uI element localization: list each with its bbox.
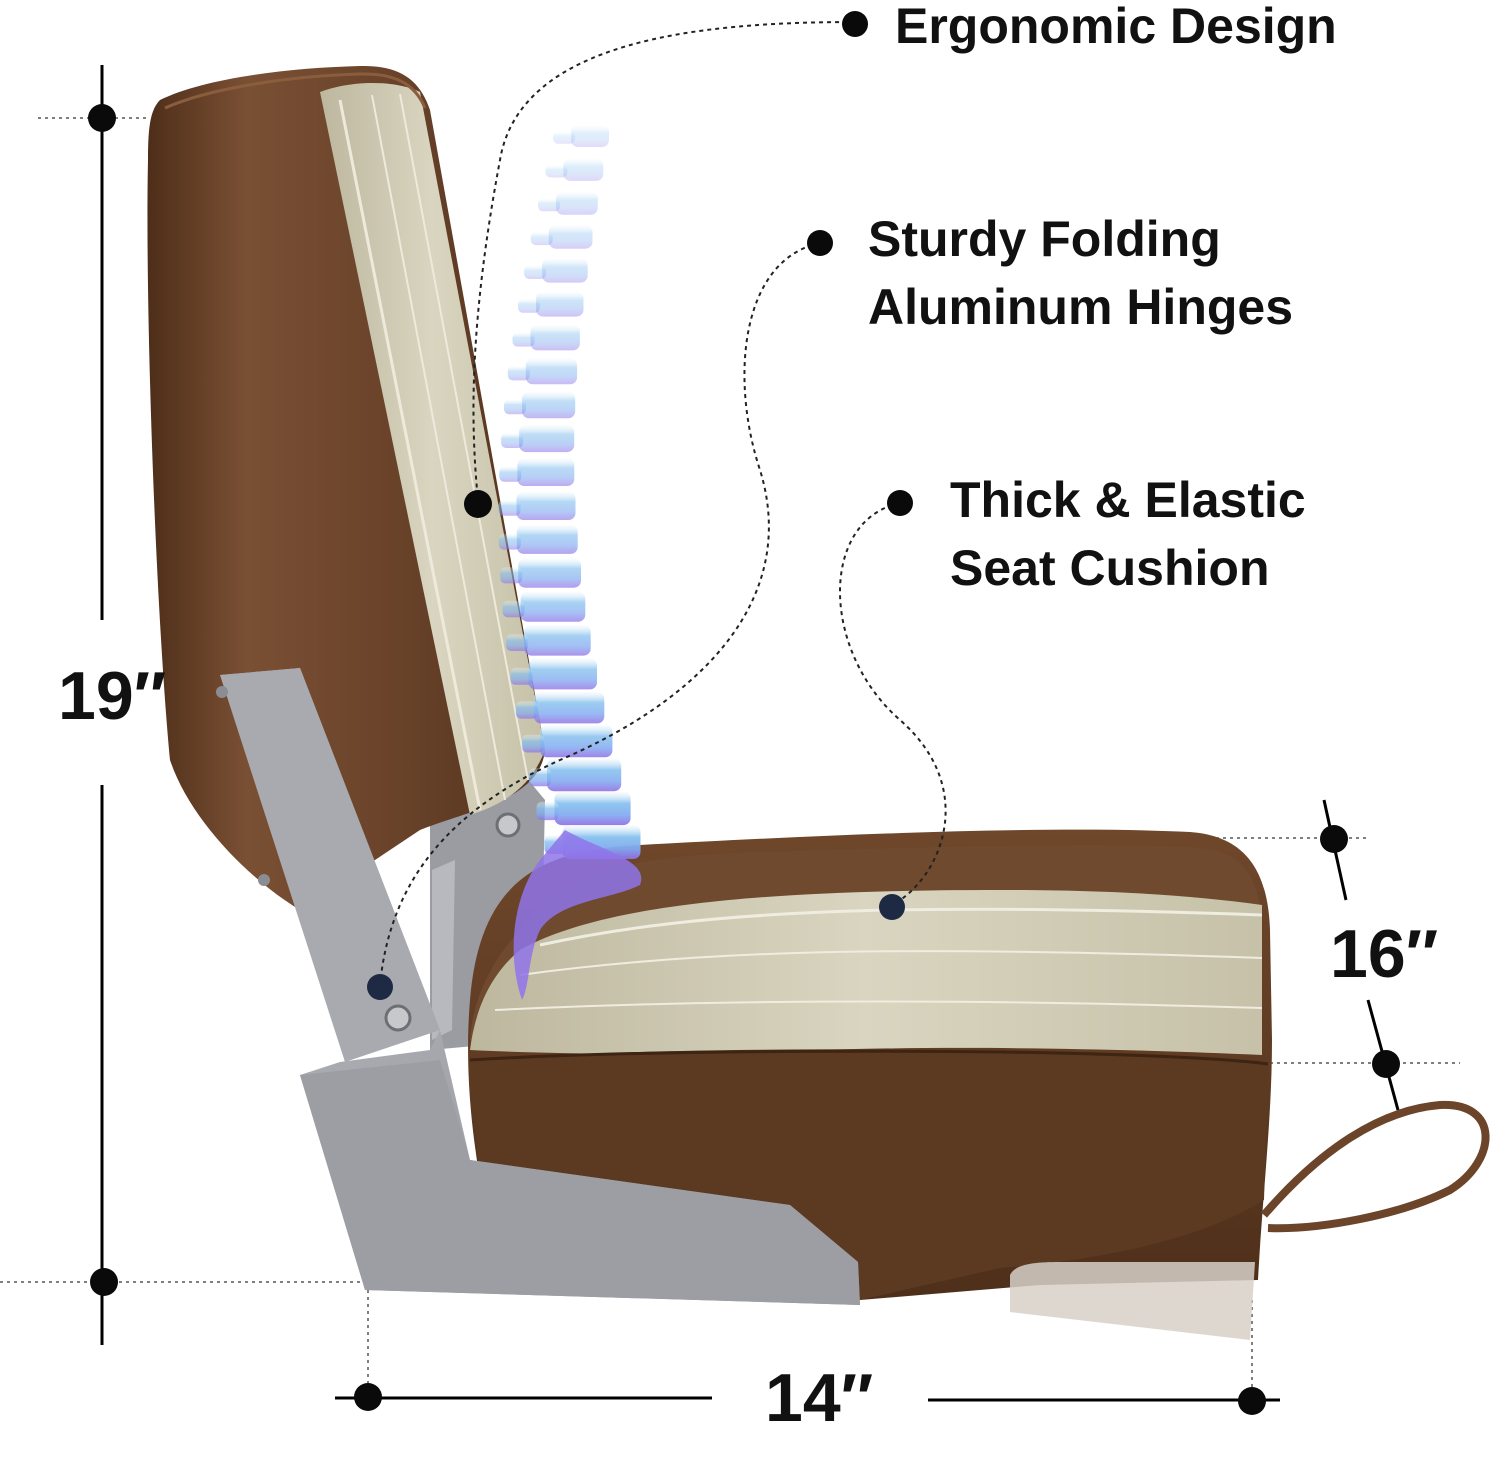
spine-process (506, 634, 529, 651)
callout-ergonomic-line1: Ergonomic Design (895, 0, 1337, 54)
hinges-marker (807, 230, 833, 256)
spine-vertebra (536, 291, 584, 317)
spine-vertebra (516, 525, 578, 554)
spine-vertebra (554, 791, 631, 826)
spine-vertebra (548, 225, 593, 249)
spine-vertebra (556, 191, 598, 215)
spine-vertebra (530, 325, 580, 351)
spine-vertebra (528, 658, 597, 690)
callout-cushion-line2: Seat Cushion (950, 540, 1270, 596)
spine-process (515, 701, 538, 719)
skid-plate (1010, 1262, 1255, 1340)
callout-cushion-line1: Thick & Elastic (950, 472, 1306, 528)
hinge-bolt (384, 1004, 412, 1032)
spine-vertebra (571, 125, 609, 147)
height-dimension-label: 19″ (58, 658, 167, 734)
spine-process (502, 600, 525, 618)
spine-vertebra (563, 158, 604, 181)
width-dimension-line (335, 1290, 1280, 1415)
callout-folding-hinges: Sturdy Folding Aluminum Hinges (868, 205, 1293, 341)
spine-process (504, 399, 526, 415)
seat-strap (1260, 1100, 1490, 1233)
spine-vertebra (518, 558, 581, 588)
spine-process (524, 265, 547, 279)
callout-seat-cushion: Thick & Elastic Seat Cushion (950, 466, 1306, 602)
spine-vertebra (520, 591, 586, 622)
callout-hinges-line1: Sturdy Folding (868, 211, 1221, 267)
spine-sacrum (513, 830, 642, 1000)
spine-process (522, 734, 545, 753)
callout-leader-lines (379, 21, 947, 986)
spine-vertebra (547, 758, 622, 792)
spine-vertebra (516, 491, 576, 520)
depth-dimension-line (1160, 799, 1460, 1111)
width-dimension-label: 14″ (765, 1360, 874, 1436)
spine-vertebra (542, 258, 588, 283)
cushion-seat-marker (879, 894, 905, 920)
cushion-marker (887, 490, 913, 516)
spine-vertebra (540, 725, 613, 758)
spine-process (518, 299, 540, 313)
spine-process (498, 500, 521, 516)
spine-process (512, 332, 535, 347)
spine-process (529, 768, 551, 787)
spine-process (530, 232, 553, 246)
callout-ergonomic-design: Ergonomic Design (895, 0, 1337, 60)
spine-vertebra (524, 625, 591, 656)
height-dimension-line (0, 65, 360, 1345)
spine-process (498, 533, 521, 550)
spine-vertebra (533, 691, 605, 724)
spine-illustration (498, 125, 642, 1000)
hinges-seat-marker (367, 974, 393, 1000)
spine-process (499, 466, 522, 482)
spine-process (536, 801, 559, 821)
spine-vertebra (517, 458, 575, 486)
spine-vertebra (522, 391, 576, 419)
spine-vertebra (519, 425, 575, 453)
spine-process (501, 433, 524, 448)
spine-process (510, 667, 533, 685)
spine-process (538, 198, 560, 212)
spine-process (507, 366, 530, 381)
depth-dimension-label: 16″ (1330, 916, 1439, 992)
callout-hinges-line2: Aluminum Hinges (868, 279, 1294, 335)
spine-vertebra (525, 358, 578, 385)
spine-process (500, 567, 523, 584)
ergonomic-seat-marker (464, 490, 492, 518)
ergonomic-marker (842, 11, 868, 37)
spine-process (545, 165, 568, 178)
spine-process (553, 131, 575, 144)
